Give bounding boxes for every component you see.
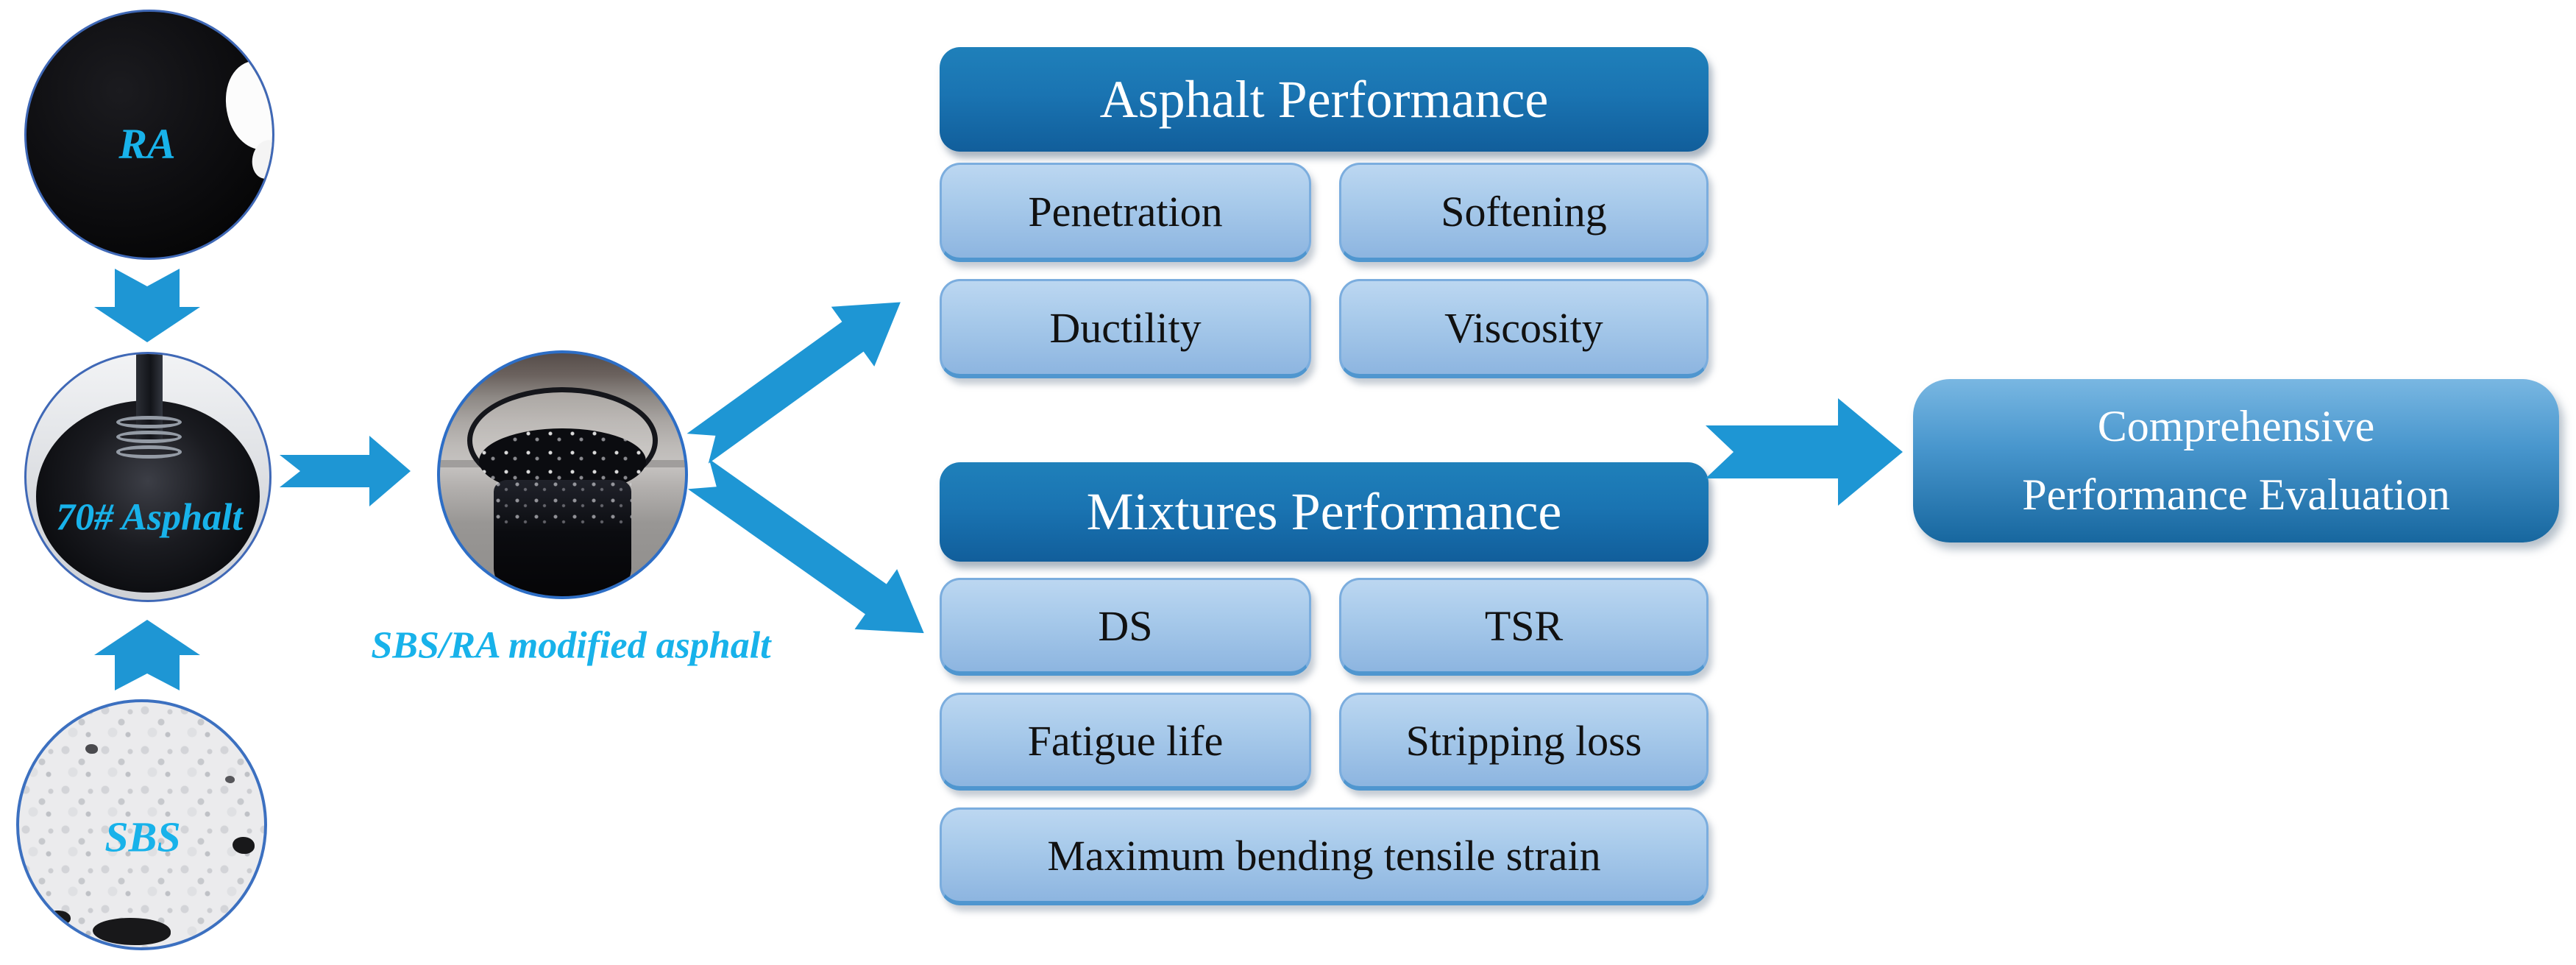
arrow-to-asphalt-performance <box>686 302 901 464</box>
beaker-speckles <box>494 479 631 526</box>
arrow-down-shape <box>94 269 200 342</box>
arrow-sbs-to-base-asphalt <box>94 620 200 690</box>
evaluation-line1: Comprehensive <box>2097 402 2375 450</box>
stripping-loss-box: Stripping loss <box>1339 693 1709 791</box>
sbs-photo-circle <box>16 699 267 950</box>
sbs-dark-blob <box>224 775 235 783</box>
modified-asphalt-label: SBS/RA modified asphalt <box>371 624 771 667</box>
stripping-loss-label: Stripping loss <box>1405 716 1642 765</box>
sbs-dark-blob <box>85 743 98 754</box>
beaker-body <box>494 479 631 596</box>
arrow-to-mixtures-performance <box>687 459 924 634</box>
tsr-box: TSR <box>1339 578 1709 676</box>
mixer-coil-ring <box>116 445 182 459</box>
comprehensive-evaluation-box: Comprehensive Performance Evaluation <box>1913 379 2559 542</box>
sbs-dark-blob <box>46 911 71 926</box>
penetration-box: Penetration <box>940 163 1311 262</box>
ds-box: DS <box>940 578 1311 676</box>
mixtures-performance-header: Mixtures Performance <box>940 462 1709 562</box>
softening-label: Softening <box>1441 187 1607 236</box>
base-asphalt-label: 70# Asphalt <box>56 496 243 539</box>
mixer-coil-ring <box>116 415 182 429</box>
max-bending-tensile-strain-label: Maximum bending tensile strain <box>1047 831 1601 880</box>
mixtures-performance-header-label: Mixtures Performance <box>1086 482 1562 541</box>
ra-label: RA <box>118 119 176 168</box>
sbs-dark-blob <box>232 837 255 855</box>
ductility-box: Ductility <box>940 279 1311 378</box>
arrow-diagonal-down-shape <box>687 459 924 634</box>
evaluation-line2: Performance Evaluation <box>2022 470 2450 519</box>
mixer-coil-ring <box>116 430 182 444</box>
penetration-label: Penetration <box>1028 187 1223 236</box>
arrow-ra-to-base-asphalt <box>94 269 200 342</box>
ds-label: DS <box>1098 601 1153 650</box>
sbs-dark-blob <box>92 918 171 945</box>
modified-asphalt-photo-circle <box>437 350 688 599</box>
arrow-to-evaluation <box>1706 398 1903 506</box>
arrow-base-to-modified-asphalt <box>280 436 411 506</box>
base-asphalt-photo-circle <box>24 352 272 602</box>
mixer-coil <box>116 415 182 470</box>
arrow-diagonal-up-shape <box>686 302 901 464</box>
max-bending-tensile-strain-box: Maximum bending tensile strain <box>940 807 1709 905</box>
tsr-label: TSR <box>1484 601 1564 650</box>
arrow-up-shape <box>94 620 200 690</box>
sbs-label: SBS <box>104 813 181 861</box>
asphalt-performance-header: Asphalt Performance <box>940 47 1709 152</box>
arrow-right-big-shape <box>1706 398 1903 506</box>
viscosity-box: Viscosity <box>1339 279 1709 378</box>
fatigue-life-label: Fatigue life <box>1027 716 1224 765</box>
arrow-right-shape <box>280 436 411 506</box>
ductility-label: Ductility <box>1049 303 1202 352</box>
asphalt-performance-header-label: Asphalt Performance <box>1099 69 1549 129</box>
fatigue-life-box: Fatigue life <box>940 693 1311 791</box>
viscosity-label: Viscosity <box>1444 303 1603 352</box>
ra-photo-circle <box>24 10 274 260</box>
softening-box: Softening <box>1339 163 1709 262</box>
